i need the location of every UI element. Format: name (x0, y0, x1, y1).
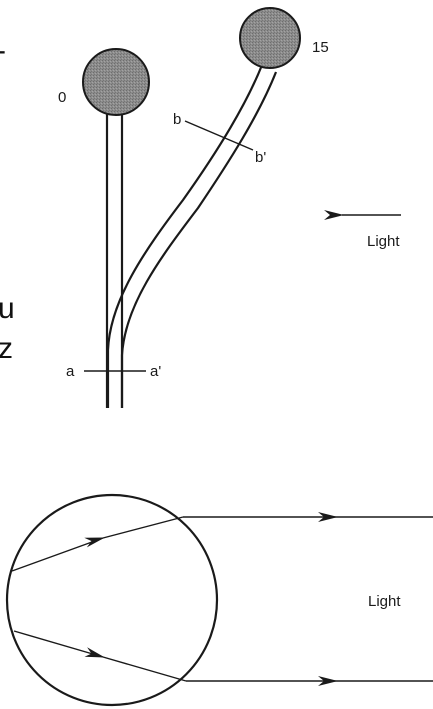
label-section-b: b (173, 111, 181, 128)
label-section-a-prime: a' (150, 363, 161, 380)
lens-cell-diagram (5, 493, 433, 707)
light-ray-bottom-inner (13, 630, 104, 658)
section-line-b (184, 120, 254, 151)
bent-stem-right-edge (120, 71, 278, 408)
label-time-15: 15 (312, 39, 329, 56)
label-section-b-prime: b' (255, 149, 266, 166)
cell-circle (5, 493, 219, 707)
label-light-top: Light (367, 233, 400, 250)
edge-dash-text: - (0, 34, 6, 67)
bent-stem-left-edge (106, 64, 264, 408)
light-ray-top-refracted (84, 516, 184, 548)
label-light-bottom: Light (368, 593, 401, 610)
label-time-0: 0 (58, 89, 66, 106)
label-section-a: a (66, 363, 75, 380)
edge-letter-u: u (0, 292, 15, 325)
edge-letter-z: z (0, 332, 13, 365)
seedling-vertical (82, 48, 150, 408)
light-ray-bottom-refracted (84, 647, 187, 682)
seedling-cap-right (239, 7, 301, 69)
seedling-cap-left (82, 48, 150, 116)
seedling-bent (106, 7, 301, 408)
light-ray-top-inner (11, 537, 104, 572)
